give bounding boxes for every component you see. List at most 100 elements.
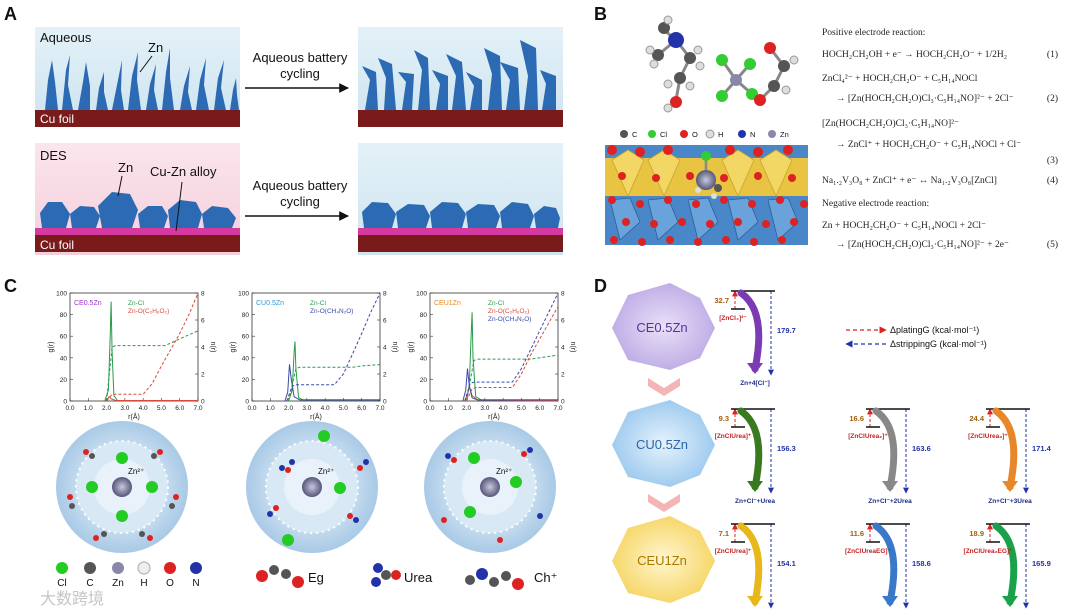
reaction-line-5b: → [Zn(HOCH₂CH₂O)Cl₃·C₅H₁₄NO]²⁻ + 2e⁻ bbox=[836, 239, 1009, 250]
panel-d-legend: ΔplatingG (kcal·mol⁻¹) ΔstrippingG (kcal… bbox=[845, 325, 987, 349]
y-tick-label-right: 4 bbox=[561, 345, 565, 352]
legend-atom-zn: Zn bbox=[768, 130, 789, 139]
y-tick-label-right: 2 bbox=[201, 372, 205, 379]
x-axis-label: r(Å) bbox=[310, 412, 322, 421]
reaction-path-head bbox=[882, 596, 898, 607]
y-axis-label-right: n(r) bbox=[209, 342, 216, 353]
panel-letter-c: C bbox=[4, 276, 17, 296]
legend-entry: Zn-O(CH₄N₂O) bbox=[310, 308, 353, 315]
legend-c-zn: Zn bbox=[112, 562, 124, 589]
x-tick-label: 7.0 bbox=[375, 405, 384, 412]
x-tick-label: 0.0 bbox=[425, 405, 434, 412]
x-tick-label: 1.0 bbox=[84, 405, 93, 412]
series-line bbox=[288, 364, 381, 402]
x-tick-label: 5.0 bbox=[517, 405, 526, 412]
svg-text:O: O bbox=[692, 130, 698, 139]
reaction-line-1: HOCH₂CH₂OH + e⁻ → HOCH₂CH₂O⁻ + 1/2H₂ bbox=[822, 50, 1007, 60]
plating-value: 11.6 bbox=[850, 529, 864, 538]
reaction-line-2a: ZnCl₄²⁻ + HOCH₂CH₂O⁻ + C₅H₁₄NOCl bbox=[822, 74, 978, 84]
x-tick-label: 7.0 bbox=[553, 405, 562, 412]
y-tick-label-right: 8 bbox=[383, 291, 387, 298]
legend-atom-h: H bbox=[705, 129, 723, 139]
y-tick-label-left: 60 bbox=[420, 334, 428, 341]
y-axis-label-right: n(r) bbox=[391, 342, 398, 353]
x-axis-label: r(Å) bbox=[128, 412, 140, 421]
series-line bbox=[466, 354, 559, 402]
complex-label: [ZnClUrea₃]⁺ bbox=[968, 433, 1008, 440]
reaction-path-arrow bbox=[992, 522, 1018, 606]
reaction-number-2: (2) bbox=[1047, 93, 1058, 104]
reaction-path-head bbox=[747, 481, 763, 492]
y-tick-label-left: 100 bbox=[416, 291, 427, 298]
label-cu-zn-alloy: Cu-Zn alloy bbox=[150, 164, 217, 179]
positive-electrode-title: Positive electrode reaction: bbox=[822, 28, 925, 38]
y-axis-label-left: g(r) bbox=[408, 342, 415, 353]
panel-a-arrow-top: Aqueous battery cycling bbox=[245, 50, 349, 93]
x-tick-label: 7.0 bbox=[193, 405, 202, 412]
legend-atom-n: N bbox=[738, 130, 755, 139]
complex-label: [ZnCl₄]²⁻ bbox=[719, 315, 747, 322]
energy-diagrams: 32.7179.7[ZnCl₄]²⁻Zn+4[Cl⁻]9.3156.3[ZnCl… bbox=[714, 289, 1052, 609]
reaction-line-2b: → [Zn(HOCH₂CH₂O)Cl₃·C₅H₁₄NO]²⁻ + 2Cl⁻ bbox=[836, 93, 1014, 104]
legend-entry: Zn-O(CH₄N₂O) bbox=[488, 316, 531, 323]
molecule-urea: Urea bbox=[371, 563, 433, 587]
svg-text:CEU1Zn: CEU1Zn bbox=[637, 553, 687, 568]
complex-label: [ZnClUrea]⁺ bbox=[715, 433, 752, 440]
x-tick-label: 0.0 bbox=[65, 405, 74, 412]
series-line bbox=[466, 312, 558, 402]
y-tick-label-right: 0 bbox=[201, 399, 205, 406]
panel-a-aqueous-after bbox=[358, 27, 563, 127]
svg-text:H: H bbox=[140, 578, 147, 589]
plot-frame bbox=[429, 292, 559, 402]
y-tick-label-left: 40 bbox=[60, 355, 68, 362]
arrow-label-cycling-top: cycling bbox=[280, 66, 320, 81]
y-tick-label-left: 80 bbox=[242, 312, 250, 319]
svg-text:O: O bbox=[166, 578, 174, 589]
plating-value: 32.7 bbox=[714, 296, 729, 305]
panel-b-element-legend: C Cl O H N Zn bbox=[620, 129, 789, 139]
legend-plating: ΔplatingG (kcal·mol⁻¹) bbox=[890, 325, 979, 335]
stripping-value: 154.1 bbox=[777, 559, 796, 568]
y-tick-label-right: 6 bbox=[561, 318, 565, 325]
x-tick-label: 6.0 bbox=[357, 405, 366, 412]
molecule-eg: Eg bbox=[256, 565, 324, 588]
series-line bbox=[106, 292, 199, 402]
label-cu-foil-top: Cu foil bbox=[40, 112, 74, 126]
legend-entry: Zn-Cl bbox=[488, 300, 504, 307]
plating-value: 18.9 bbox=[969, 529, 984, 538]
y-tick-label-right: 2 bbox=[561, 372, 565, 379]
panel-b-molecules bbox=[645, 15, 799, 113]
x-tick-label: 2.0 bbox=[102, 405, 111, 412]
reaction-path-arrow bbox=[737, 407, 763, 491]
system-badge-ce05zn: CE0.5Zn bbox=[612, 283, 715, 370]
x-tick-label: 5.0 bbox=[157, 405, 166, 412]
legend-c-cl: Cl bbox=[56, 562, 68, 589]
x-tick-label: 3.0 bbox=[302, 405, 311, 412]
reaction-line-3a: [Zn(HOCH₂CH₂O)Cl₃·C₅H₁₄NO]²⁻ bbox=[822, 118, 959, 129]
product-label: Zn+Cl⁻+2Urea bbox=[868, 498, 912, 505]
y-tick-label-right: 6 bbox=[383, 318, 387, 325]
legend-c-c: C bbox=[84, 562, 96, 589]
y-tick-label-right: 4 bbox=[201, 345, 205, 352]
plating-value: 24.4 bbox=[969, 414, 984, 423]
x-axis-label: r(Å) bbox=[488, 412, 500, 421]
negative-electrode-title: Negative electrode reaction: bbox=[822, 199, 929, 209]
legend-atom-o: O bbox=[680, 130, 698, 139]
svg-text:CE0.5Zn: CE0.5Zn bbox=[636, 320, 687, 335]
chart-tag: CEU1Zn bbox=[434, 300, 461, 307]
y-tick-label-right: 4 bbox=[383, 345, 387, 352]
svg-text:C: C bbox=[632, 130, 638, 139]
x-tick-label: 4.0 bbox=[139, 405, 148, 412]
panel-b-slab bbox=[605, 145, 808, 246]
panel-a-arrow-bottom: Aqueous battery cycling bbox=[245, 178, 349, 221]
series-line bbox=[284, 364, 380, 402]
svg-text:H: H bbox=[718, 130, 723, 139]
reaction-line-3b: → ZnCl⁺ + HOCH₂CH₂O⁻ + C₅H₁₄NOCl + Cl⁻ bbox=[836, 140, 1021, 150]
y-tick-label-left: 20 bbox=[60, 377, 68, 384]
complex-label: [ZnClUrea₂]⁺ bbox=[848, 433, 888, 440]
plating-value: 7.1 bbox=[719, 529, 729, 538]
